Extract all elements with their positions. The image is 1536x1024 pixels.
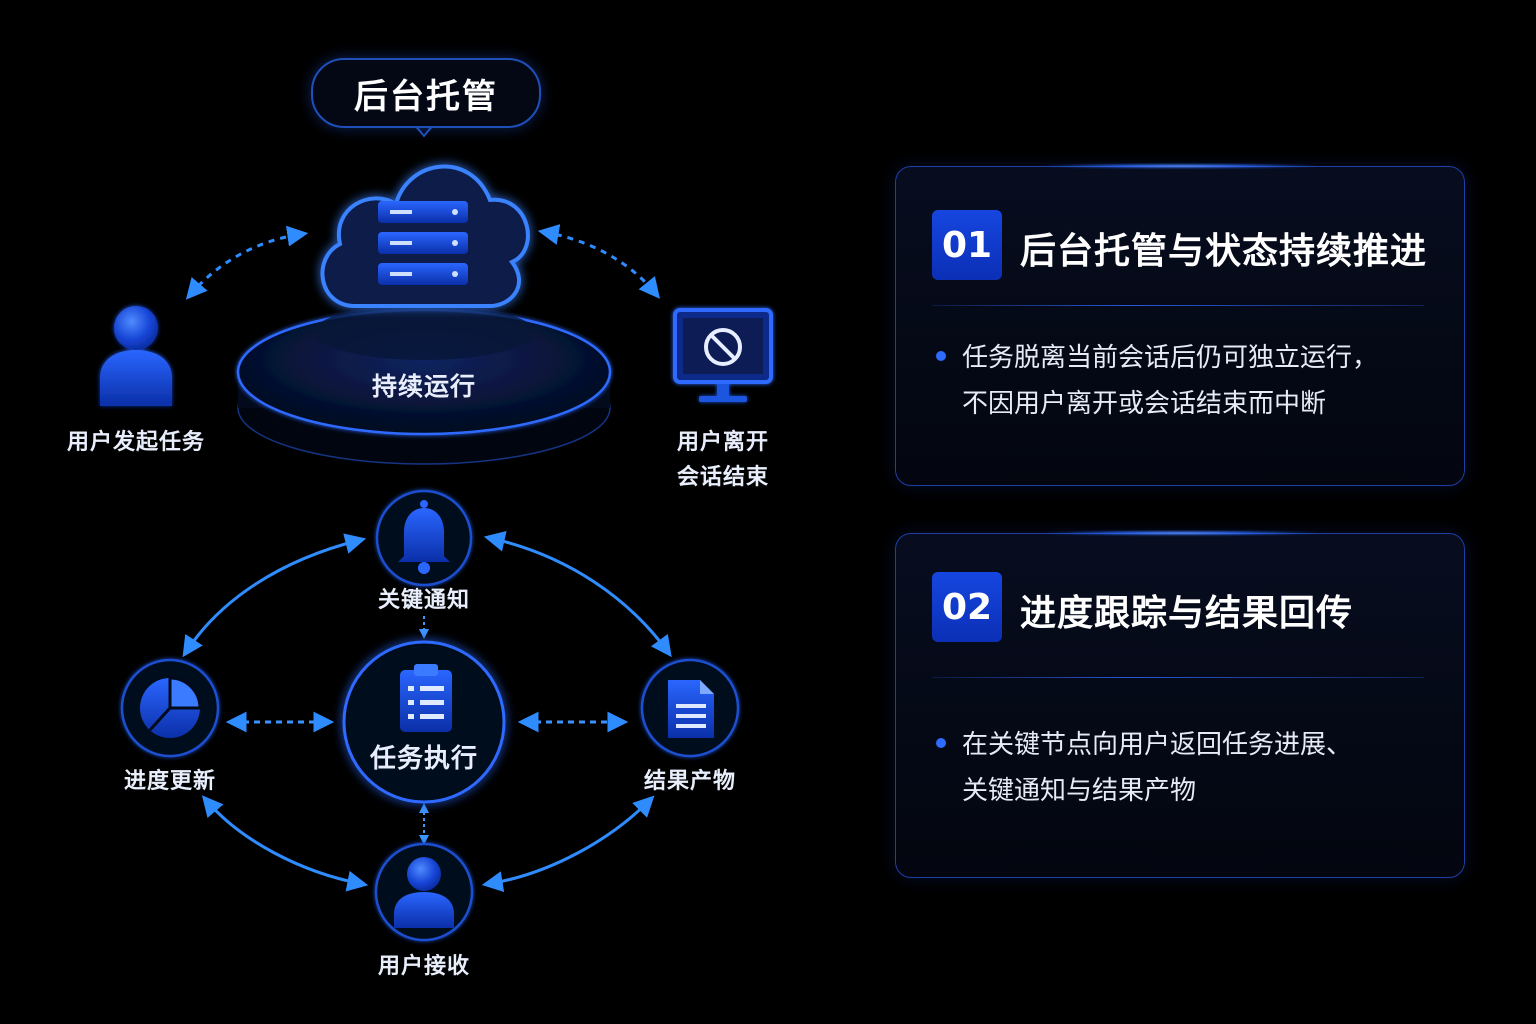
monitor-blocked-icon xyxy=(673,308,773,402)
card-glow xyxy=(1046,531,1316,535)
arc-progress-to-receive xyxy=(201,795,369,892)
document-icon xyxy=(640,658,740,758)
connector-cloud-to-monitor xyxy=(537,224,660,299)
clipboard-list-icon xyxy=(342,640,506,804)
workflow-diagram xyxy=(100,123,773,942)
bullet-dot xyxy=(936,738,946,748)
card-text-line: 任务脱离当前会话后仍可独立运行， xyxy=(962,343,1379,373)
card-text-line: 在关键节点向用户返回任务进展、 xyxy=(962,730,1353,760)
card-divider xyxy=(932,677,1424,678)
monitor-label-line1: 用户离开 xyxy=(676,430,770,455)
card-divider xyxy=(932,305,1424,306)
card-glow xyxy=(1046,164,1316,168)
platform-label: 持续运行 xyxy=(371,372,477,401)
monitor-label-line2: 会话结束 xyxy=(676,465,770,490)
user-icon xyxy=(374,842,474,942)
card-title: 后台托管与状态持续推进 xyxy=(1020,231,1428,272)
cloud-server-icon xyxy=(320,164,530,308)
cycle-left-label: 进度更新 xyxy=(123,769,217,794)
arc-notify-to-progress xyxy=(182,533,367,658)
arc-result-to-receive xyxy=(481,795,655,893)
platform-disk xyxy=(236,304,612,465)
user-icon xyxy=(100,306,172,406)
card-number-badge: 02 xyxy=(932,572,1002,642)
card-title: 进度跟踪与结果回传 xyxy=(1020,593,1354,634)
cycle-right-label: 结果产物 xyxy=(643,769,737,794)
cycle-center-label: 任务执行 xyxy=(369,744,479,774)
left-user-label: 用户发起任务 xyxy=(66,430,206,455)
card-text-line: 不因用户离开或会话结束而中断 xyxy=(962,389,1327,419)
card-text-line: 关键通知与结果产物 xyxy=(962,776,1197,806)
feature-card-02: 02 进度跟踪与结果回传 在关键节点向用户返回任务进展、 关键通知与结果产物 xyxy=(895,531,1465,878)
bell-icon xyxy=(375,489,473,587)
pie-chart-icon xyxy=(120,658,220,758)
feature-card-01: 01 后台托管与状态持续推进 任务脱离当前会话后仍可独立运行， 不因用户离开或会… xyxy=(895,164,1465,486)
cycle-bottom-label: 用户接收 xyxy=(377,954,471,979)
connector-user-to-cloud xyxy=(185,225,309,300)
card-number-badge: 01 xyxy=(932,210,1002,280)
top-bubble-label: 后台托管 xyxy=(311,58,541,128)
bullet-dot xyxy=(936,351,946,361)
cycle-top-label: 关键通知 xyxy=(377,588,471,613)
arc-notify-to-result xyxy=(483,530,672,658)
